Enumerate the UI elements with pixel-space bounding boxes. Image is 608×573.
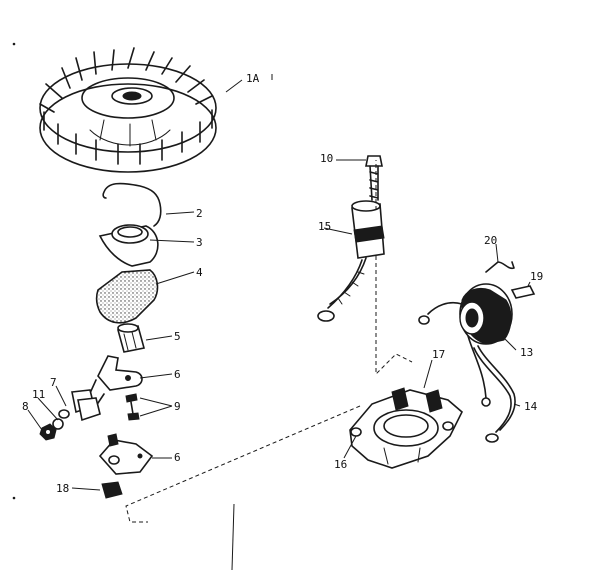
callout-5: 5	[174, 330, 181, 343]
terminal-assembly-part	[39, 389, 101, 441]
condenser-part	[317, 200, 385, 322]
condenser-screw-part	[365, 155, 383, 201]
breaker-plate-part	[98, 433, 154, 475]
callout-11: 11	[32, 388, 45, 401]
margin-dot	[12, 42, 16, 46]
callout-20: 20	[484, 234, 497, 247]
callout-16: 16	[334, 458, 347, 471]
spring-clip-part	[102, 182, 162, 227]
cam-part	[117, 323, 145, 353]
leader-lines	[27, 79, 531, 491]
screws-part	[125, 393, 140, 421]
callout-13: 13	[520, 346, 533, 359]
callout-3: 3	[196, 236, 203, 249]
point-bracket-part	[85, 355, 143, 407]
gasket-part	[95, 269, 159, 324]
callout-4: 4	[196, 266, 203, 279]
felt-wiper-part	[101, 481, 123, 499]
callout-6-lower: 6	[174, 451, 181, 464]
callout-10: 10	[320, 152, 333, 165]
ground-wire-part	[473, 345, 516, 443]
assembly-path-line	[125, 256, 413, 523]
callout-6-upper: 6	[174, 368, 181, 381]
callout-18: 18	[56, 482, 69, 495]
armature-bracket-part	[349, 387, 463, 469]
callout-15: 15	[318, 220, 331, 233]
margin-dot-2	[12, 496, 16, 500]
callout-7: 7	[50, 376, 57, 389]
callout-19: 19	[530, 270, 543, 283]
flywheel-part	[39, 47, 217, 173]
lamination-clip-part	[510, 285, 536, 299]
callout-1a: 1A	[246, 72, 260, 85]
callout-17: 17	[432, 348, 445, 361]
callout-9: 9	[174, 400, 181, 413]
callout-8: 8	[22, 400, 29, 413]
callout-2: 2	[196, 207, 203, 220]
bearing-plate-part	[98, 224, 159, 267]
ignition-coil-part	[418, 283, 513, 407]
wire-clip-part	[485, 261, 515, 273]
margin-line	[231, 503, 235, 571]
callout-14: 14	[524, 400, 538, 413]
